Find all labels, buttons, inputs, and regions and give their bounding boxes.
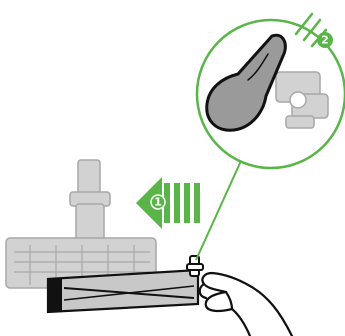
latch-small [187, 256, 203, 276]
magnifier-callout: 2 [197, 14, 345, 168]
step-2-number: 2 [321, 34, 329, 47]
step-1-arrow: 1 [136, 177, 200, 229]
callout-leader-line [196, 152, 245, 260]
hand-illustration [200, 273, 292, 336]
step-1-number: 1 [154, 196, 162, 209]
